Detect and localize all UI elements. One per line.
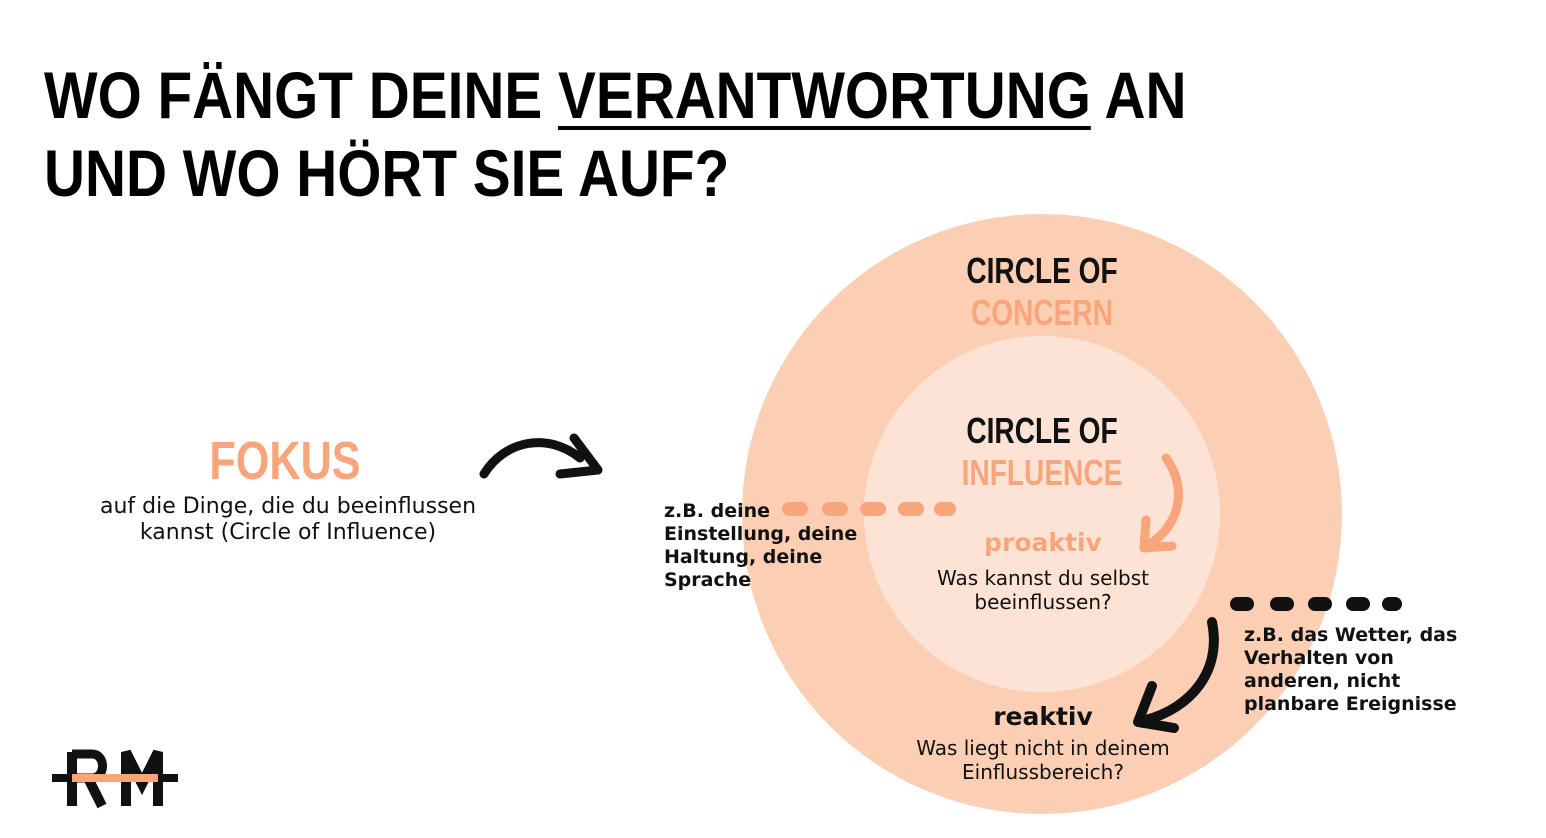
concern-leader-dash: [1270, 597, 1294, 611]
influence-label-line2: Influence: [961, 452, 1123, 493]
concern-leader-dash: [1308, 597, 1332, 611]
rm-logo-icon: [52, 749, 178, 809]
title-text-after: an und wo hört sie auf?: [44, 58, 1187, 210]
proaktiv-description: Was kannst du selbst beeinflussen?: [937, 566, 1149, 614]
page-title: Wo fängt deine Verantwortung an und wo h…: [44, 56, 1300, 212]
influence-label-line1: Circle of: [966, 410, 1118, 451]
fokus-description-line2: kannst (Circle of Influence): [139, 520, 437, 545]
influence-leader-dash: [898, 502, 924, 516]
concern-leader-dash: [1382, 597, 1402, 611]
concern-leader-dash: [1230, 597, 1254, 611]
influence-leader-dash: [822, 502, 848, 516]
circle-of-concern-label: Circle of Concern: [925, 250, 1159, 334]
title-underlined-word: Verantwortung: [557, 58, 1091, 132]
reaktiv-heading: reaktiv: [993, 702, 1093, 731]
influence-leader-dash: [860, 502, 886, 516]
rm-logo: [52, 744, 182, 814]
influence-leader-dash: [782, 502, 808, 516]
circle-of-influence-label: Circle of Influence: [925, 410, 1159, 494]
title-text-before: Wo fängt deine: [44, 58, 543, 132]
concern-label-line1: Circle of: [966, 250, 1118, 291]
fokus-arrow-icon: [479, 433, 603, 479]
fokus-description: auf die Dinge, die du beeinflussen kanns…: [60, 494, 516, 546]
reaktiv-description: Was liegt nicht in deinem Einflussbereic…: [916, 736, 1170, 784]
reaktiv-arrow-icon: [1133, 617, 1219, 733]
concern-example: z.B. das Wetter, das Verhalten von ander…: [1244, 624, 1458, 715]
influence-example: z.B. deine Einstellung, deine Haltung, d…: [664, 500, 858, 591]
influence-leader-dash: [934, 502, 956, 516]
concern-leader-dash: [1346, 597, 1370, 611]
proaktiv-arrow-icon: [1139, 453, 1183, 553]
fokus-description-line1: auf die Dinge, die du beeinflussen: [99, 494, 477, 519]
concern-label-line2: Concern: [971, 292, 1113, 333]
fokus-heading: Fokus: [209, 431, 361, 491]
proaktiv-heading: proaktiv: [984, 528, 1102, 557]
circle-of-influence: [864, 336, 1220, 692]
